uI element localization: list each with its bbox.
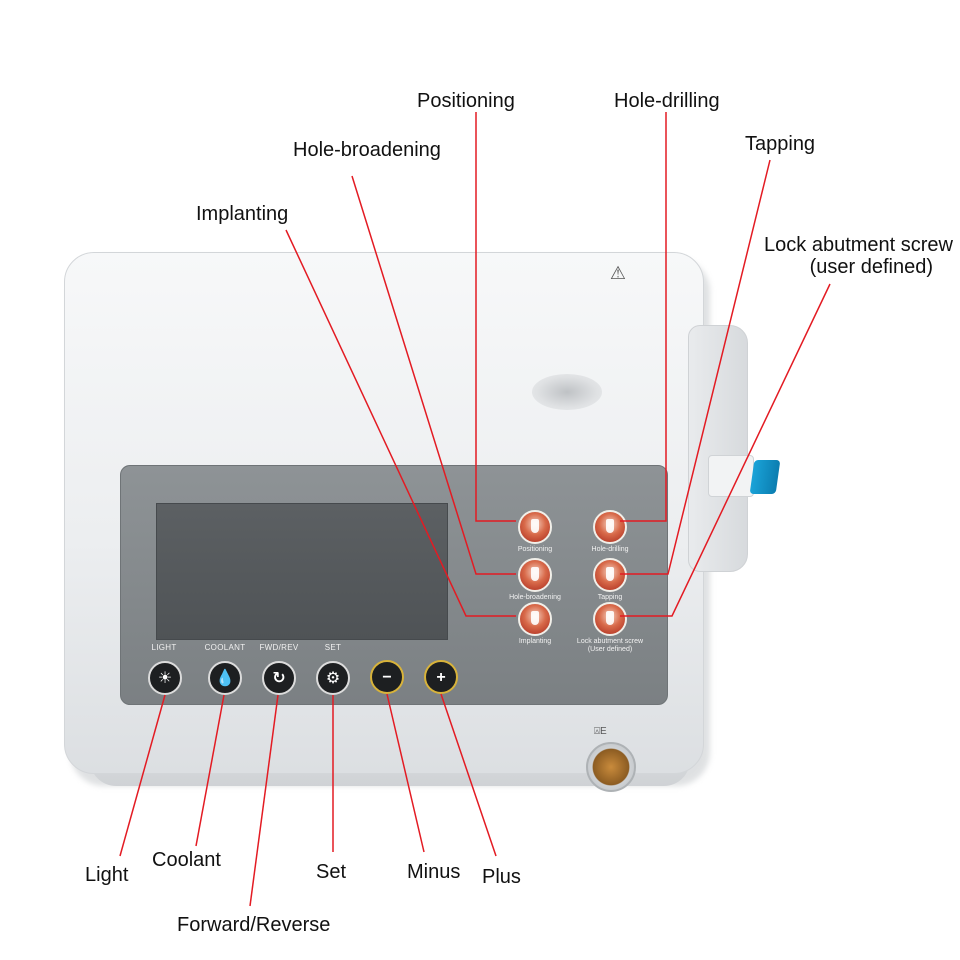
callout-line-lock-abutment <box>620 283 831 617</box>
callout-coolant: Coolant <box>152 849 221 871</box>
callout-line-coolant <box>195 694 225 847</box>
mode-tapping[interactable]: Tapping <box>560 558 660 602</box>
motor-connector-socket[interactable] <box>586 742 636 792</box>
implant-tooth-icon <box>518 510 552 544</box>
callout-light: Light <box>85 864 129 886</box>
callout-lock-abutment-line1: Lock abutment screw <box>764 234 953 256</box>
callout-lock-abutment-line2: (user defined) <box>809 256 933 278</box>
callout-line-light <box>119 694 166 857</box>
lcd-display <box>156 503 448 640</box>
mode-label-line2: (User defined) <box>587 646 633 653</box>
fwd-rev-button[interactable]: ↻ <box>262 661 296 695</box>
set-button[interactable]: ⚙ <box>316 661 350 695</box>
callout-line-hole-broadening <box>351 175 516 575</box>
mode-label: Hole-broadening <box>509 594 561 601</box>
callout-line-implanting <box>285 229 516 617</box>
callout-forward-reverse: Forward/Reverse <box>177 914 331 936</box>
top-bottle-recess <box>532 374 602 410</box>
callout-hole-broadening: Hole-broadening <box>293 139 441 161</box>
mode-label-line1: Lock abutment screw <box>576 638 644 645</box>
mode-label: Tapping <box>597 594 623 601</box>
water-drop-icon: 💧 <box>215 670 235 687</box>
callout-line-fwd-rev <box>249 694 279 907</box>
callout-tapping: Tapping <box>745 133 816 155</box>
mode-label: Positioning <box>517 546 553 553</box>
fwd-rev-label: FWD/REV <box>259 643 299 652</box>
plus-button[interactable]: + <box>424 660 458 694</box>
minus-button[interactable]: − <box>370 660 404 694</box>
callout-set: Set <box>316 861 347 883</box>
mode-lock-abutment[interactable]: Lock abutment screw (User defined) <box>560 602 660 654</box>
callout-positioning: Positioning <box>417 90 515 112</box>
callout-implanting: Implanting <box>196 203 289 225</box>
device-side-holder <box>688 325 748 572</box>
refresh-arrows-icon: ↻ <box>272 670 286 687</box>
handpiece-connector-icon: ⍓E <box>594 726 607 737</box>
coolant-label: COOLANT <box>204 643 246 652</box>
light-button[interactable]: ☀ <box>148 661 182 695</box>
implant-tooth-icon <box>593 602 627 636</box>
callout-line-minus <box>386 693 425 853</box>
warning-triangle-icon: ⚠ <box>609 263 627 283</box>
minus-icon: − <box>382 669 392 686</box>
plus-icon: + <box>436 669 446 686</box>
callout-minus: Minus <box>407 861 461 883</box>
callout-line-tapping <box>620 159 771 575</box>
mode-label: Hole-drilling <box>591 546 629 553</box>
callout-line-hole-drilling <box>620 112 667 522</box>
light-label: LIGHT <box>151 643 177 652</box>
gear-icon: ⚙ <box>325 670 341 687</box>
callout-hole-drilling: Hole-drilling <box>614 90 720 112</box>
callout-line-plus <box>440 693 497 857</box>
implant-tooth-icon <box>593 558 627 592</box>
implant-tooth-icon <box>593 510 627 544</box>
callout-line-positioning <box>475 112 516 522</box>
mode-label: Lock abutment screw (User defined) <box>560 638 660 654</box>
mode-hole-broadening[interactable]: Hole-broadening <box>485 558 585 602</box>
callout-plus: Plus <box>482 866 521 888</box>
mode-positioning[interactable]: Positioning <box>485 510 585 554</box>
implant-tooth-icon <box>518 558 552 592</box>
mode-hole-drilling[interactable]: Hole-drilling <box>560 510 660 554</box>
lightbulb-icon: ☀ <box>157 670 173 687</box>
mode-label: Implanting <box>518 638 552 645</box>
implant-tooth-icon <box>518 602 552 636</box>
coolant-button[interactable]: 💧 <box>208 661 242 695</box>
set-label: SET <box>324 643 342 652</box>
mode-implanting[interactable]: Implanting <box>485 602 585 646</box>
callout-lock-abutment: Lock abutment screw (user defined) <box>740 234 953 278</box>
